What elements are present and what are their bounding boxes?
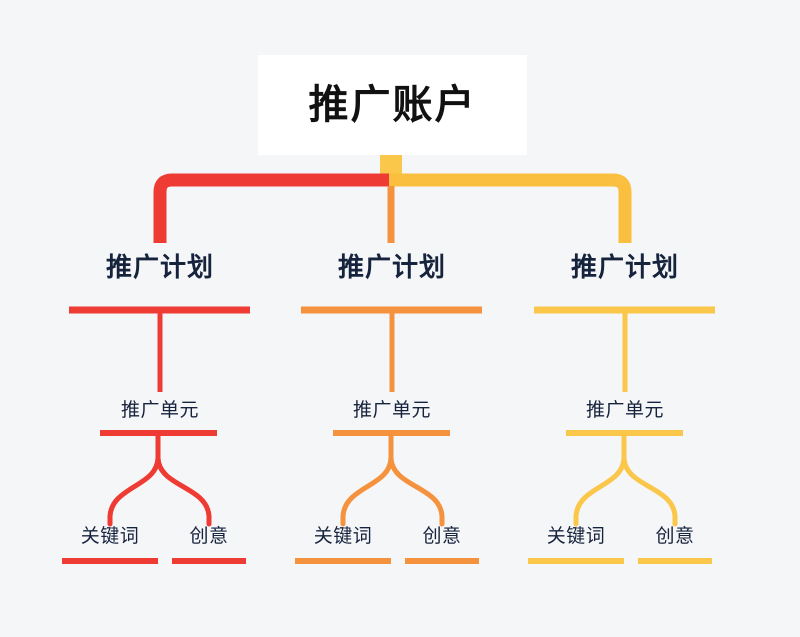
plan-node-3[interactable]: 推广计划: [525, 254, 725, 280]
unit-fork-left-2: [340, 455, 394, 527]
unit-node-2-label: 推广单元: [352, 400, 431, 421]
leaf-node-3-creative-label: 创意: [655, 526, 695, 547]
unit-fork-right-3: [621, 455, 678, 527]
plan-node-1-label: 推广计划: [105, 252, 214, 282]
root-node-card[interactable]: 推广账户: [258, 55, 527, 155]
root-node-label: 推广账户: [308, 83, 477, 127]
plan-node-1[interactable]: 推广计划: [60, 254, 260, 280]
leaf-node-1-creative[interactable]: 创意: [172, 527, 246, 546]
plan-node-2[interactable]: 推广计划: [292, 254, 492, 280]
leaf-node-1-keyword-label: 关键词: [80, 526, 140, 547]
plan-node-2-label: 推广计划: [337, 252, 446, 282]
top-bar-left-red: [153, 173, 391, 243]
unit-node-1-label: 推广单元: [120, 400, 199, 421]
unit-fork-right-1: [155, 455, 212, 527]
leaf-node-3-keyword-label: 关键词: [546, 526, 606, 547]
unit-fork-left-3: [573, 455, 627, 527]
unit-node-1[interactable]: 推广单元: [60, 401, 260, 420]
unit-node-3[interactable]: 推广单元: [525, 401, 725, 420]
unit-node-2[interactable]: 推广单元: [292, 401, 492, 420]
leaf-node-2-keyword-label: 关键词: [313, 526, 373, 547]
leaf-node-3-keyword[interactable]: 关键词: [528, 527, 624, 546]
leaf-node-3-creative[interactable]: 创意: [638, 527, 712, 546]
leaf-node-2-creative-label: 创意: [422, 526, 462, 547]
top-bar-right-yellow: [389, 173, 632, 243]
leaf-node-2-creative[interactable]: 创意: [405, 527, 479, 546]
leaf-node-1-creative-label: 创意: [189, 526, 229, 547]
plan-node-3-label: 推广计划: [570, 252, 679, 282]
leaf-node-1-keyword[interactable]: 关键词: [62, 527, 158, 546]
unit-node-3-label: 推广单元: [585, 400, 664, 421]
unit-fork-right-2: [388, 455, 445, 527]
leaf-node-2-keyword[interactable]: 关键词: [295, 527, 391, 546]
unit-fork-left-1: [107, 455, 161, 527]
